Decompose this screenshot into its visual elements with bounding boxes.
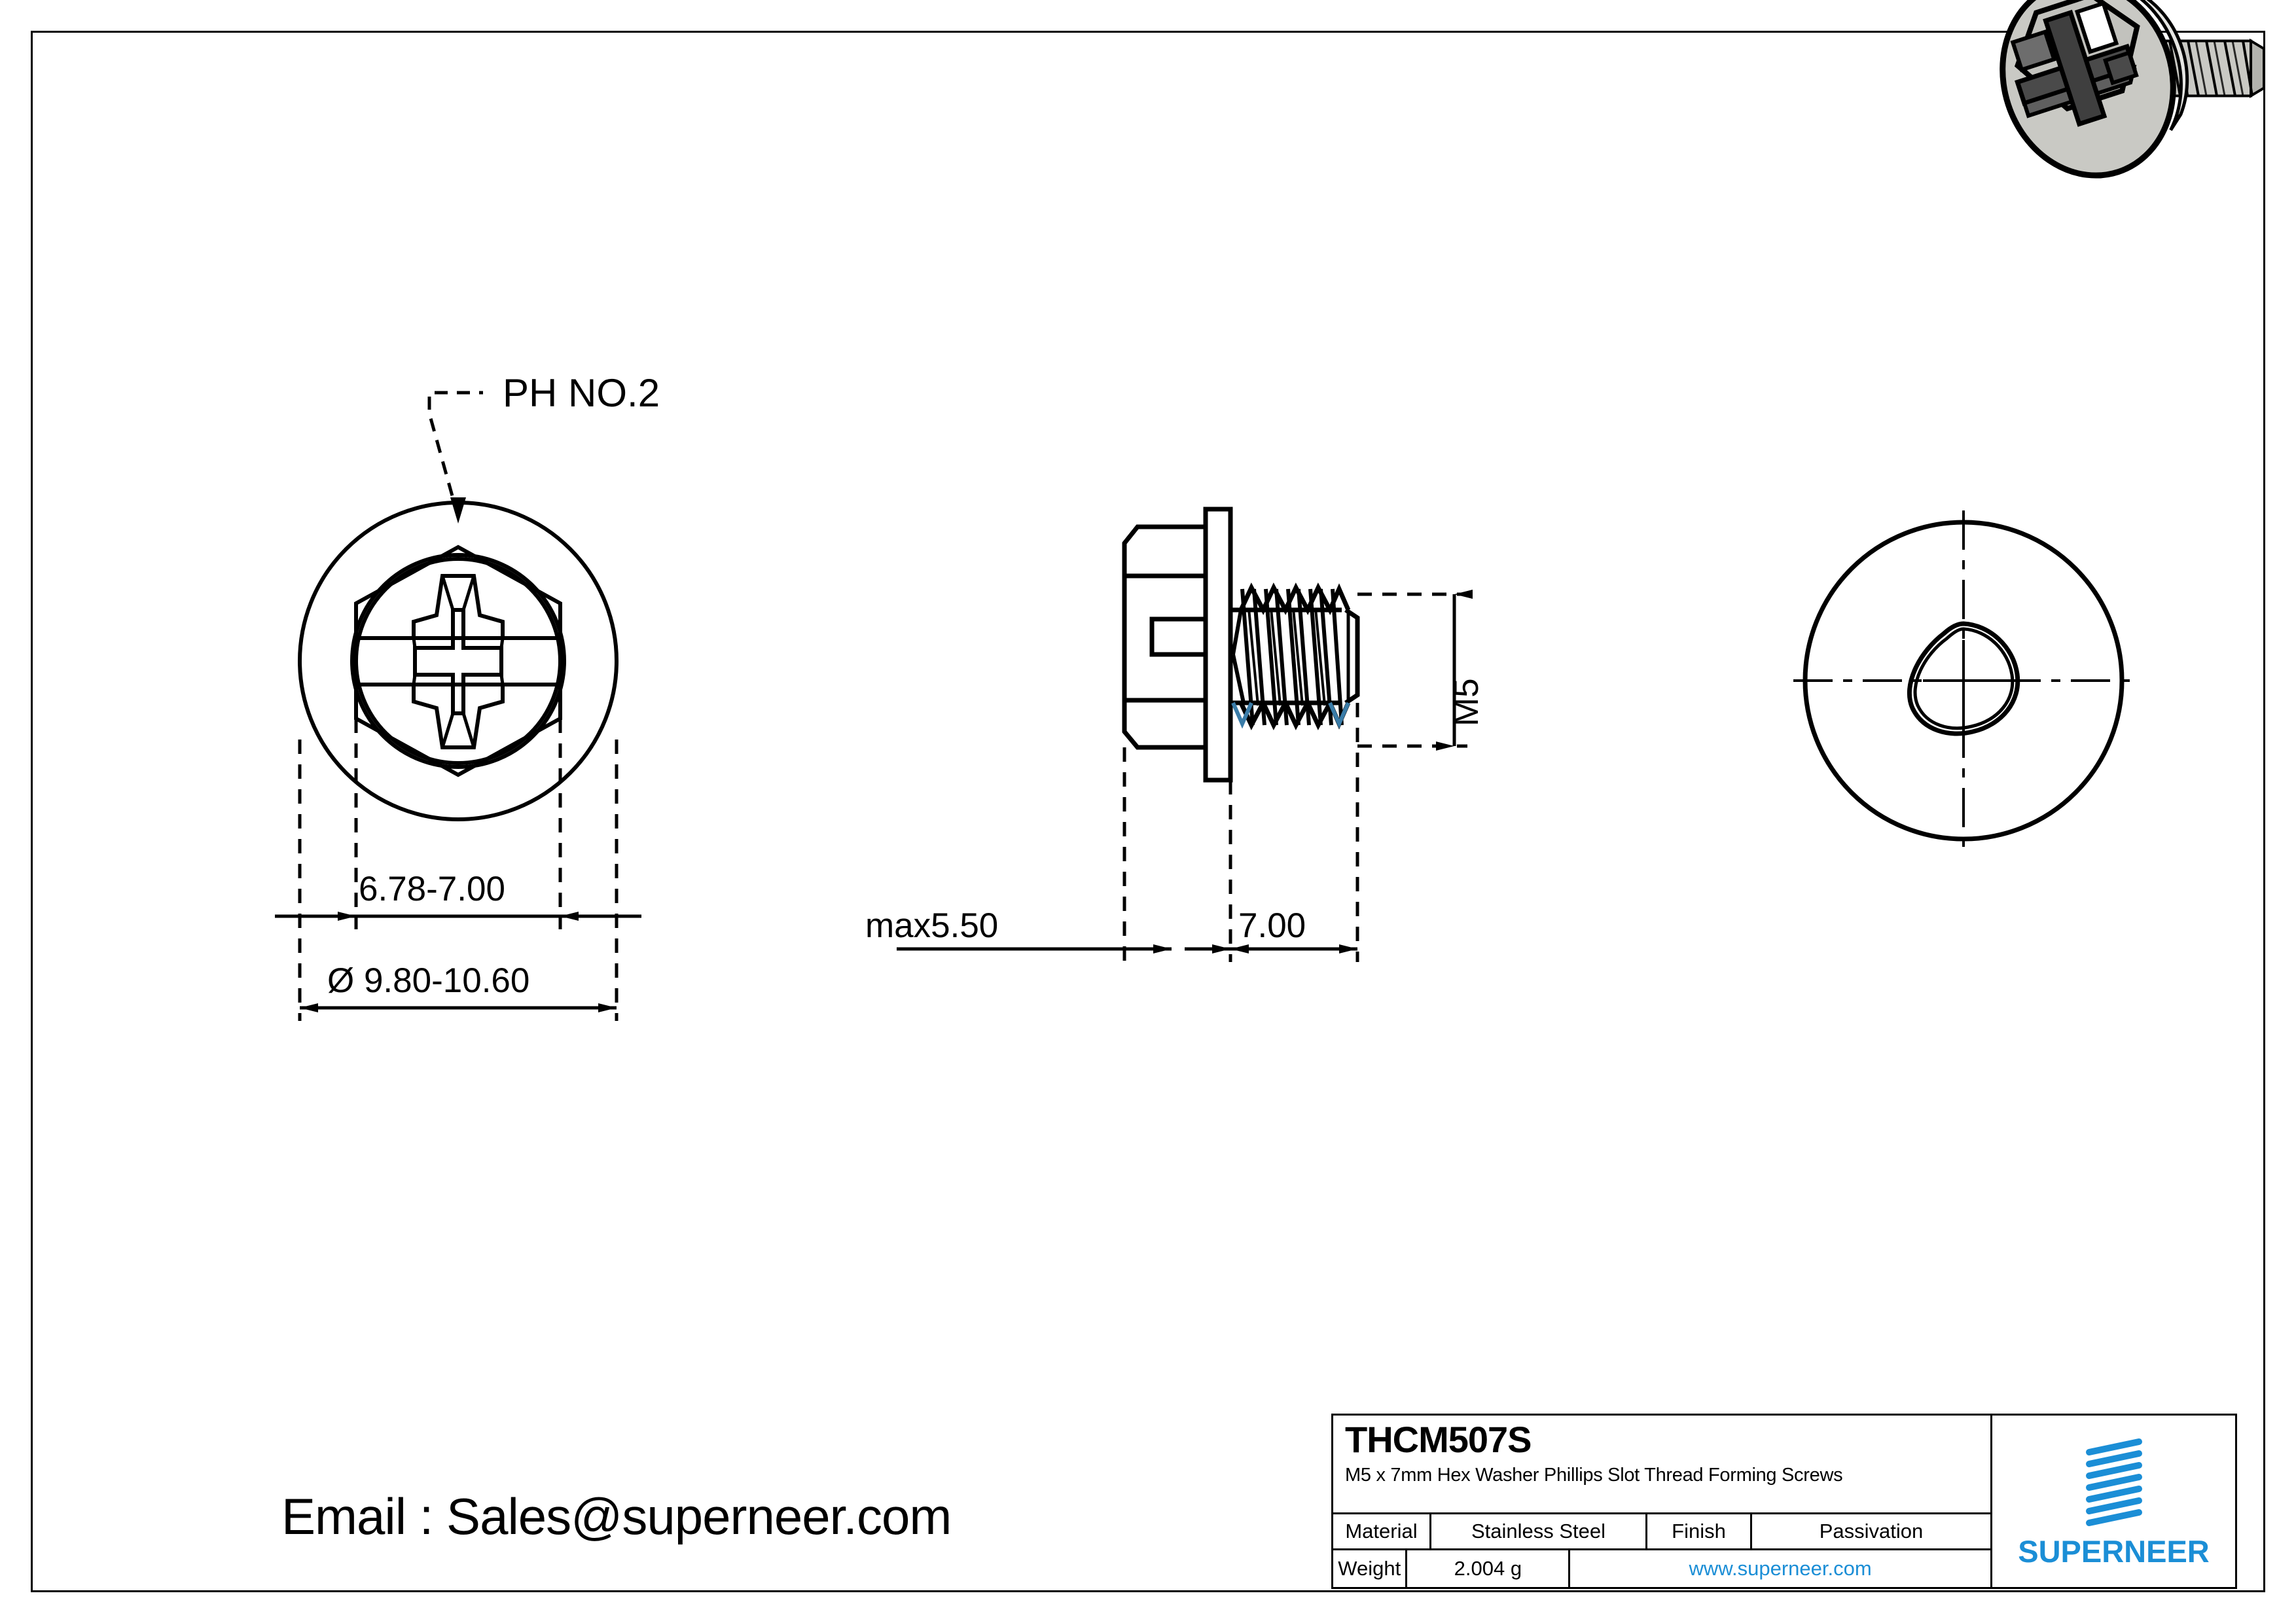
finish-value: Passivation [1819,1520,1924,1543]
washer-diameter-dimension-label: Ø 9.80-10.60 [327,961,530,1000]
material-row: Material Stainless Steel Finish Passivat… [1333,1514,1990,1551]
superneer-stripes-icon [2080,1436,2148,1532]
weight-label: Weight [1333,1550,1408,1587]
brand-name-text: SUPERNEER [2018,1533,2210,1569]
material-value: Stainless Steel [1431,1514,1647,1549]
brand-logo-cell: SUPERNEER [1992,1416,2235,1587]
website-link[interactable]: www.superneer.com [1689,1557,1872,1580]
finish-label: Finish [1647,1514,1752,1549]
across-flats-dimension-label: 6.78-7.00 [359,870,505,908]
weight-value: 2.004 g [1407,1550,1571,1587]
title-block-description-area: THCM507S M5 x 7mm Hex Washer Phillips Sl… [1333,1416,1990,1514]
thread-size-dimension-label: M5 [1447,678,1486,726]
part-number: THCM507S [1345,1419,1532,1460]
weight-row: Weight 2.004 g www.superneer.com [1333,1550,1990,1587]
drawing-frame-border [31,31,2265,1592]
email-contact-text: Email : Sales@superneer.com [281,1488,952,1545]
part-description: M5 x 7mm Hex Washer Phillips Slot Thread… [1345,1465,1843,1486]
head-height-dimension-label: max5.50 [865,906,999,945]
title-block-info-column: THCM507S M5 x 7mm Hex Washer Phillips Sl… [1333,1416,1992,1587]
ph-no2-callout-label: PH NO.2 [503,371,660,415]
title-block: THCM507S M5 x 7mm Hex Washer Phillips Sl… [1331,1414,2237,1589]
thread-length-dimension-label: 7.00 [1238,906,1306,945]
material-label: Material [1333,1514,1431,1549]
